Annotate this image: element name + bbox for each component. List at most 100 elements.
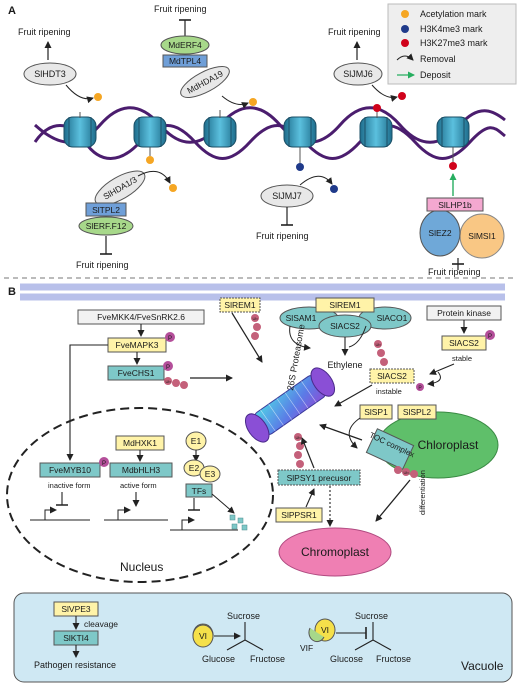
phospho-label-5: P (418, 386, 422, 392)
sl-spl2-node (397, 404, 437, 420)
h3k4me3-mark-2 (330, 185, 338, 193)
vacuole-label: Vacuole (461, 659, 504, 673)
sl-lhp1b-label: SlLHP1b (438, 200, 472, 210)
legend: Acetylation mark H3K4me3 mark H3K27me3 m… (387, 3, 517, 85)
acetylation-mark-3 (146, 156, 154, 164)
acetylation-dot-icon (401, 10, 409, 18)
removal-arrow-jmj6 (371, 84, 398, 102)
gene-bhlh3 (104, 510, 168, 521)
md-hda19-node (180, 66, 230, 98)
phospho-label-2: P (166, 365, 170, 371)
sl-sp1-node (359, 404, 393, 420)
mdb-hlh3-node (109, 462, 173, 478)
phospho-icon-3 (99, 457, 109, 467)
h3k4me3-mark-1 (296, 163, 304, 171)
sl-rem1-node-a (219, 297, 261, 313)
protein-kinase-label: Protein kinase (437, 308, 491, 318)
sl-acs2-label: SlACS2 (330, 321, 360, 331)
sl-ppsr1-label: SlPPSR1 (281, 510, 317, 520)
legend-removal: Removal (420, 54, 456, 64)
ripening-label-6: Fruit ripening (428, 267, 481, 277)
nucleosome-1 (63, 116, 97, 148)
e3-label: E3 (205, 469, 216, 479)
acetylation-mark-4 (169, 184, 177, 192)
vi-label: VI (199, 631, 207, 641)
sl-psy1-label: SlPSY1 precusor (287, 473, 352, 483)
sl-tpl2-label: SlTPL2 (92, 205, 120, 215)
nucleosomes (63, 116, 470, 148)
nucleosome-6 (436, 116, 470, 148)
ub-label-1: Ub (165, 379, 171, 384)
active-form-label: active form (120, 481, 157, 490)
acetylation-mark-1 (94, 93, 102, 101)
tfs-label: TFs (192, 486, 207, 496)
md-erf4-node (160, 35, 210, 55)
sl-spl2-label: SlSPL2 (403, 407, 432, 417)
mdb-hlh3-label: MdbHLH3 (122, 465, 161, 475)
sl-acs2-instable-label: SlACS2 (377, 371, 407, 381)
sl-erf-f12-label: SlERF.F12 (86, 221, 127, 231)
sl-rem1-label-a: SlREM1 (224, 300, 255, 310)
e1-label: E1 (191, 436, 202, 446)
vacuole-box (13, 592, 513, 683)
proteasome (244, 367, 336, 443)
tfs-node (185, 483, 213, 498)
pathogen-resistance-label: Pathogen resistance (34, 660, 116, 670)
e2-label: E2 (189, 463, 200, 473)
stable-label: stable (452, 354, 472, 363)
fve-myb10-label: FveMYB10 (49, 465, 91, 475)
ripening-label-3: Fruit ripening (328, 27, 381, 37)
inactive-form-label: inactive form (48, 481, 91, 490)
sl-rem1-label-b: SlREM1 (329, 300, 360, 310)
ub-label-4: Ub (295, 435, 301, 440)
legend-acetylation: Acetylation mark (420, 9, 487, 19)
nucleus-boundary (6, 407, 274, 583)
fve-myb10-node (39, 462, 101, 478)
phospho-label-3: P (102, 461, 106, 467)
sl-jmj7-label: SlJMJ7 (272, 191, 302, 201)
sl-sp1-label: SlSP1 (364, 407, 388, 417)
ub-label-5: Ub (403, 470, 409, 475)
sl-acs2-instable-node (369, 368, 415, 384)
chloroplast-label: Chloroplast (418, 438, 479, 452)
sucrose-split-1 (226, 622, 264, 651)
ub-chain-acs2 (374, 340, 388, 366)
glucose-label-2: Glucose (330, 654, 363, 664)
md-hxk1-label: MdHXK1 (123, 438, 157, 448)
arrow-acs2-proteasome (334, 384, 373, 407)
phospho-label-1: P (168, 336, 172, 342)
removal-arrow-hda13 (137, 170, 171, 184)
dna-strand-2 (33, 106, 506, 144)
sl-hdt3-label: SlHDT3 (34, 69, 66, 79)
vi-shape (192, 624, 214, 648)
vi-label-2: VI (321, 625, 329, 635)
removal-arrow-hda19 (221, 95, 249, 109)
removal-arrow-icon (396, 53, 414, 61)
arrow-toc-proteasome (319, 423, 363, 441)
legend-h3k4me3: H3K4me3 mark (420, 24, 483, 34)
ripening-label-5: Fruit ripening (256, 231, 309, 241)
md-erf4-label: MdERF4 (168, 40, 202, 50)
sl-msi1-label: SlMSI1 (468, 231, 496, 241)
fructose-label-1: Fructose (250, 654, 285, 664)
fve-chs1-node (107, 365, 165, 381)
ripening-label-1: Fruit ripening (18, 27, 71, 37)
phospho-icon-2 (163, 361, 173, 371)
differentiation-label: differentiation (418, 470, 427, 515)
cleavage-label: cleavage (84, 619, 118, 629)
nucleosome-5 (359, 116, 393, 148)
arrow-differentiation (375, 479, 411, 522)
sl-hda13-node (94, 170, 146, 206)
ripening-label-2: Fruit ripening (154, 4, 207, 14)
sl-kti4-label: SlKTI4 (63, 633, 89, 643)
nucleosome-2 (133, 116, 167, 148)
sucrose-split-2 (354, 622, 392, 651)
gene-tfs (170, 520, 238, 531)
chromoplast-label: Chromoplast (301, 545, 370, 559)
fve-chs1-label: FveCHS1 (118, 368, 155, 378)
nucleosome-3 (203, 116, 237, 148)
acetylation-mark-2 (249, 98, 257, 106)
arrow-mapk3-myb10 (66, 344, 108, 461)
glucose-label-1: Glucose (202, 654, 235, 664)
sl-jmj6-node (333, 62, 383, 86)
